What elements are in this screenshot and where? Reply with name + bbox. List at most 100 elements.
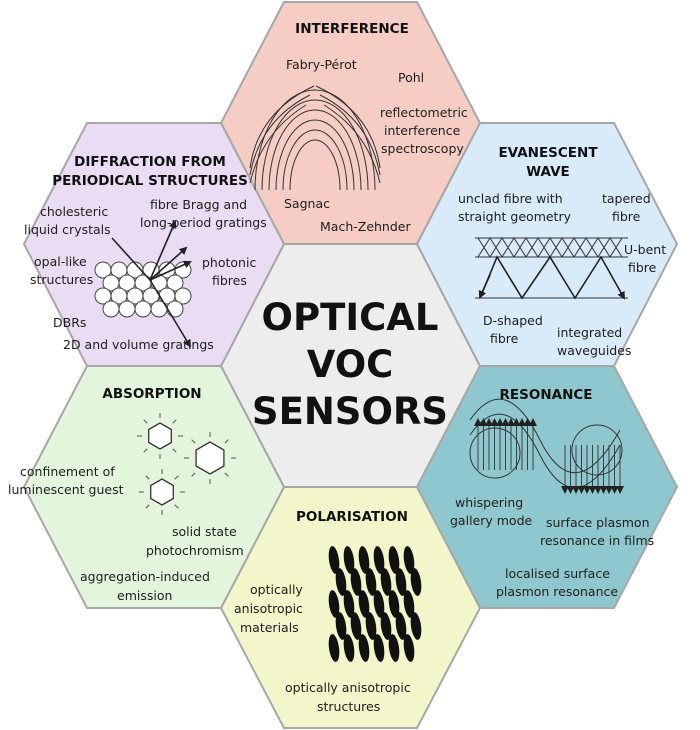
evanescent-waveguide-illustration — [475, 237, 628, 300]
diffraction-label-liquid-crystals: liquid crystals — [24, 222, 111, 237]
anisotropic-molecule — [350, 612, 362, 640]
center-line-3: SENSORS — [252, 390, 448, 433]
anisotropic-molecule — [395, 612, 407, 640]
anisotropic-molecule — [365, 568, 377, 596]
evanescent-label-tapered: tapered — [602, 191, 651, 206]
absorption-label-photochromism: photochromism — [146, 543, 244, 558]
polarisation-label-optically: optically — [250, 582, 303, 597]
absorption-label-solid-state: solid state — [172, 524, 237, 539]
resonance-field-arrows — [474, 418, 624, 494]
center-line-2: VOC — [307, 343, 394, 386]
anisotropic-molecule — [380, 568, 392, 596]
diffraction-section: DIFFRACTION FROM PERIODICAL STRUCTURES c… — [24, 154, 267, 352]
evanescent-label-integrated: integrated — [557, 325, 622, 340]
luminescent-molecule — [139, 469, 185, 515]
anisotropic-molecule — [328, 546, 340, 574]
evanescent-label-u-bent: U-bent — [624, 242, 666, 257]
interference-label-sagnac: Sagnac — [284, 196, 330, 211]
evanescent-label-d-shaped: D-shaped — [483, 313, 543, 328]
diffraction-label-2d-volume: 2D and volume gratings — [63, 337, 214, 352]
diffraction-opal-illustration — [94, 220, 192, 348]
resonance-section: RESONANCE whispering gallery mode surfac… — [450, 387, 654, 599]
anisotropic-molecule — [335, 568, 347, 596]
anisotropic-molecule — [380, 612, 392, 640]
diffraction-label-photonic: photonic — [202, 255, 256, 270]
absorption-label-luminescent-guest: luminescent guest — [8, 482, 124, 497]
anisotropic-molecule — [403, 546, 415, 574]
resonance-label-gallery-mode: gallery mode — [450, 513, 532, 528]
anisotropic-molecule — [343, 546, 355, 574]
interference-label-fabry-perot: Fabry-Pérot — [286, 57, 357, 72]
diffraction-label-dbrs: DBRs — [53, 315, 86, 330]
interference-title: INTERFERENCE — [295, 21, 409, 37]
anisotropic-molecule — [350, 568, 362, 596]
evanescent-label-tapered-fibre: fibre — [612, 209, 641, 224]
resonance-label-plasmon-resonance: plasmon resonance — [496, 584, 618, 599]
anisotropic-molecule — [395, 568, 407, 596]
anisotropic-molecule — [373, 590, 385, 618]
polarisation-label-materials: materials — [240, 620, 299, 635]
opal-spheres — [94, 261, 192, 318]
anisotropic-molecule — [358, 546, 370, 574]
polarisation-section: POLARISATION optically anisotropic mater… — [234, 509, 422, 714]
evanescent-section: EVANESCENT WAVE unclad fibre with straig… — [458, 145, 666, 358]
opal-sphere — [166, 300, 184, 318]
center-title: OPTICAL VOC SENSORS — [252, 296, 448, 433]
polarisation-label-anisotropic: anisotropic — [234, 601, 303, 616]
absorption-section: ABSORPTION confinement of luminescent gu… — [8, 386, 244, 603]
evanescent-title-line-2: WAVE — [526, 164, 570, 180]
evanescent-label-waveguides: waveguides — [557, 343, 631, 358]
interference-label-pohl: Pohl — [398, 70, 424, 85]
absorption-label-aggregation: aggregation-induced — [80, 569, 210, 584]
interference-label-reflectometric: reflectometric — [380, 105, 468, 120]
diffraction-label-fibre-bragg: fibre Bragg and — [150, 197, 247, 212]
interference-pattern-illustration — [249, 85, 381, 191]
anisotropic-molecule — [335, 612, 347, 640]
polarisation-title: POLARISATION — [296, 509, 408, 525]
anisotropic-molecule — [388, 546, 400, 574]
diffraction-title-line-1: DIFFRACTION FROM — [74, 154, 226, 170]
anisotropic-molecule — [373, 634, 385, 662]
anisotropic-molecule — [358, 590, 370, 618]
resonance-label-localised: localised surface — [505, 566, 610, 581]
interference-section: INTERFERENCE Fabry-Pérot Pohl reflectome… — [249, 21, 468, 234]
polarisation-label-structures: structures — [317, 699, 380, 714]
anisotropic-molecule — [388, 634, 400, 662]
luminescent-molecule — [137, 413, 183, 459]
diffraction-label-cholesteric: cholesteric — [40, 204, 108, 219]
anisotropic-molecule — [365, 612, 377, 640]
anisotropic-molecule — [343, 590, 355, 618]
center-line-1: OPTICAL — [262, 296, 439, 339]
absorption-molecule-illustration — [137, 413, 236, 515]
diffraction-hexagon — [22, 122, 286, 367]
anisotropic-molecule — [373, 546, 385, 574]
anisotropic-molecule — [328, 590, 340, 618]
absorption-label-confinement: confinement of — [20, 464, 115, 479]
evanescent-title-line-1: EVANESCENT — [498, 145, 598, 161]
opal-sphere — [102, 300, 120, 318]
interference-label-mach-zehnder: Mach-Zehnder — [320, 219, 411, 234]
evanescent-label-u-bent-fibre: fibre — [628, 260, 657, 275]
anisotropic-molecule — [403, 634, 415, 662]
opal-sphere — [118, 300, 136, 318]
evanescent-label-straight-geometry: straight geometry — [458, 209, 572, 224]
diffraction-label-long-period: long-period gratings — [140, 215, 267, 230]
diffraction-title-line-2: PERIODICAL STRUCTURES — [52, 173, 248, 189]
resonance-title: RESONANCE — [500, 387, 593, 403]
evanescent-label-d-shaped-fibre: fibre — [490, 331, 519, 346]
interference-label-spectroscopy: spectroscopy — [381, 141, 464, 156]
diffraction-label-photonic-fibres: fibres — [212, 273, 247, 288]
diffraction-label-structures: structures — [30, 272, 93, 287]
absorption-title: ABSORPTION — [102, 386, 201, 402]
anisotropic-molecule — [328, 634, 340, 662]
diffraction-label-opal-like: opal-like — [34, 254, 87, 269]
anisotropic-molecule — [410, 612, 422, 640]
opal-sphere — [174, 287, 192, 305]
absorption-label-emission: emission — [117, 588, 172, 603]
resonance-label-whispering: whispering — [455, 495, 523, 510]
opal-sphere — [134, 300, 152, 318]
polarisation-label-optically-anisotropic: optically anisotropic — [285, 680, 411, 695]
opal-sphere — [166, 274, 184, 292]
